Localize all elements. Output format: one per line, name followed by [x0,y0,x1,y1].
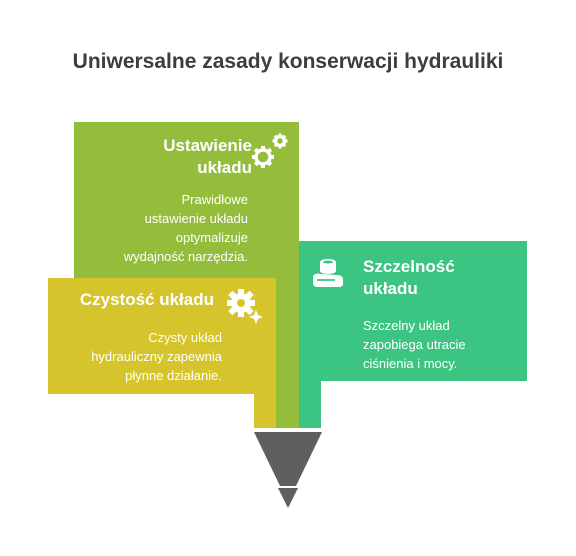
tightness-title: Szczelność układu [363,256,513,300]
green-connector-strip [276,278,299,428]
tightness-desc-line: zapobiega utracie [363,337,466,352]
tightness-title-line1: Szczelność [363,257,455,276]
cleanliness-title: Czystość układu [79,290,214,309]
setup-desc-line: Prawidłowe [181,192,248,207]
setup-title-line1: Ustawienie [163,136,252,155]
funnel-icon [254,432,322,508]
gears-icon [252,133,288,168]
setup-title: Ustawienie układu [146,135,252,179]
cleanliness-desc-line: hydrauliczny zapewnia [91,349,222,364]
cleanliness-description: Czysty układ hydrauliczny zapewnia płynn… [58,328,222,385]
tightness-desc-line: ciśnienia i mocy. [363,356,458,371]
panel-setup: Ustawienie układu Prawid [74,122,299,281]
cleanliness-desc-line: Czysty układ [148,330,222,345]
setup-title-line2: układu [197,158,252,177]
panel-tightness: Szczelność układu Szczelny układ zapobie… [299,241,527,381]
cleanliness-desc-line: płynne działanie. [125,368,222,383]
setup-description: Prawidłowe ustawienie układu optymalizuj… [84,190,248,266]
setup-desc-line: optymalizuje [175,230,248,245]
tightness-desc-line: Szczelny układ [363,318,450,333]
yellow-connector-strip [254,390,276,428]
tightness-title-line2: układu [363,279,418,298]
setup-desc-line: ustawienie układu [144,211,248,226]
seal-icon [313,259,343,287]
setup-desc-line: wydajność narzędzia. [123,249,248,264]
teal-connector-strip [299,378,321,428]
page-title: Uniwersalne zasady konserwacji hydraulik… [72,50,504,73]
sparkle-gear-icon [227,289,263,324]
panel-cleanliness: Czystość układu Czysty układ hydrauliczn… [48,278,276,394]
tightness-description: Szczelny układ zapobiega utracie ciśnien… [363,316,523,373]
